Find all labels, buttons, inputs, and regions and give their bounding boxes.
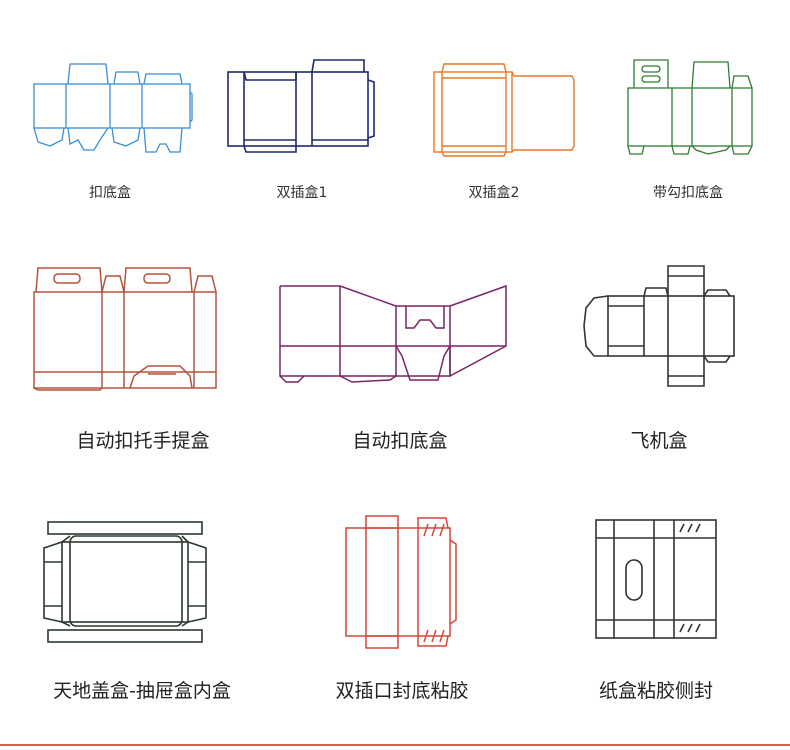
label-zidong-tuo: 自动扣托手提盒	[76, 430, 210, 452]
diagram-feiji-drawing	[583, 265, 735, 387]
diagram-zhihe-cefeng-drawing	[595, 519, 717, 639]
label-daigou: 带勾扣底盒	[653, 185, 723, 201]
diagram-zidong-koudi-drawing	[279, 284, 507, 383]
diagram-zidong-koudi	[279, 284, 510, 384]
diagram-zhihe-cefeng	[592, 516, 722, 646]
diagram-koudihe	[33, 60, 194, 160]
diagram-shuangcha-koufeng-drawing	[345, 515, 457, 649]
label-feiji: 飞机盒	[630, 430, 688, 452]
diagram-daigou-drawing	[627, 59, 753, 155]
diagram-tiandi	[40, 518, 210, 648]
diagram-shuangcha2-drawing	[433, 63, 575, 157]
label-shuangcha1: 双插盒1	[276, 185, 328, 201]
label-shuangcha2: 双插盒2	[468, 185, 520, 201]
diagram-shuangcha-koufeng	[342, 515, 462, 649]
label-zidong-koudi: 自动扣底盒	[352, 430, 448, 452]
label-shuangcha-koufeng: 双插口封底粘胶	[335, 680, 469, 702]
label-koudihe: 扣底盒	[89, 185, 131, 201]
bottom-rule	[0, 744, 790, 746]
diagram-shuangcha1-drawing	[227, 59, 375, 153]
diagram-shuangcha1	[227, 59, 378, 160]
label-zhihe-cefeng: 纸盒粘胶侧封	[598, 680, 714, 702]
diagram-tiandi-drawing	[43, 521, 207, 643]
diagram-shuangcha2	[433, 60, 579, 160]
diagram-zidong-tuo	[30, 262, 226, 392]
diagram-feiji	[580, 262, 740, 392]
label-tiandi: 天地盖盒-抽屉盒内盒	[53, 680, 231, 702]
diagram-daigou	[627, 58, 758, 158]
diagram-koudihe-drawing	[33, 63, 193, 153]
diagram-zidong-tuo-drawing	[33, 267, 217, 391]
